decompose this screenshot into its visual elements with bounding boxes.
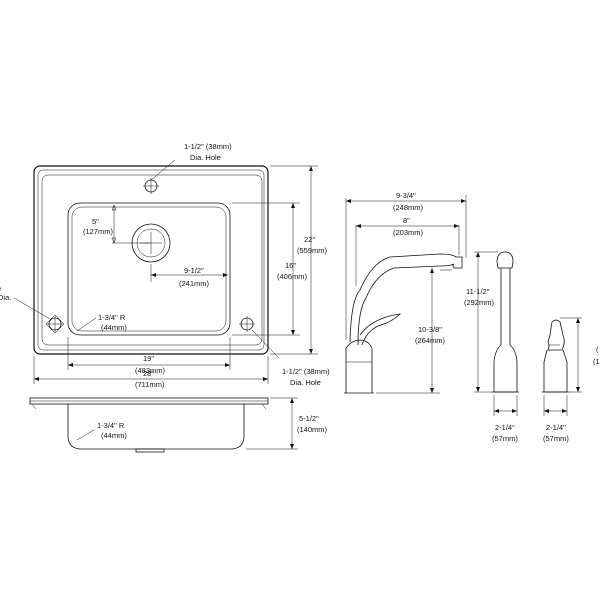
dim-248mm: (248mm) (393, 203, 424, 212)
dim-5in: 5" (92, 217, 99, 226)
dim-faucet-reach (345, 195, 467, 340)
side-radius-mm: (44mm) (101, 431, 127, 440)
dim-203mm: (203mm) (393, 228, 424, 237)
top-hole-label-2: Dia. Hole (190, 153, 221, 162)
dim-10-3-8in: 10-3/8" (418, 325, 442, 334)
sprayer-head (496, 251, 514, 269)
dim-127mm: (127mm) (83, 227, 114, 236)
accessory-hole-right (239, 316, 255, 332)
left-hole-leader (13, 297, 51, 320)
sink-side-drain (135, 448, 165, 453)
dim-drain-to-edge (150, 264, 228, 282)
top-hole-label-1: 1-1/2" (38mm) (184, 142, 232, 151)
accessory-hole-left (45, 314, 65, 334)
dim-406mm: (406mm) (277, 272, 308, 281)
dim-11-1-2in: 11-1/2" (466, 287, 490, 296)
sink-bowl-inner (71, 206, 227, 332)
dim-sprayer-height (474, 251, 498, 393)
dim-bowl-to-drain (111, 204, 150, 244)
dim-5-1-2in: 5-1/2" (299, 414, 319, 423)
dim-264mm: (264mm) (415, 336, 446, 345)
dim-bowl-width (67, 337, 231, 370)
sprayer-base (493, 344, 518, 393)
dim-292mm: (292mm) (464, 298, 495, 307)
dim-sprayer-2-1-4in: 2-1/4" (495, 423, 515, 432)
dim-8in: 8" (403, 216, 410, 225)
corner-radius-in: 1-3/4" R (98, 313, 126, 322)
dispenser-pump (547, 319, 565, 351)
corner-radius-mm: (44mm) (101, 323, 127, 332)
dim-711mm: (711mm) (135, 380, 165, 389)
dim-dispenser-base (543, 395, 568, 416)
faucet-aerator (452, 256, 463, 269)
dim-sprayer-57mm: (57mm) (492, 434, 518, 443)
right-hole-leader (251, 329, 280, 359)
right-hole-label-2: Dia. Hole (290, 378, 321, 387)
sink-side-bowl (67, 404, 245, 450)
top-hole-leader (150, 159, 176, 181)
dim-bowl-height (246, 397, 298, 450)
dim-faucet-height (376, 268, 452, 394)
left-hole-label-2: Dia. (0, 293, 11, 302)
faucet-base (345, 339, 373, 393)
dim-140mm: (140mm) (297, 425, 328, 434)
dim-483mm: (483mm) (135, 366, 166, 375)
dim-241mm: (241mm) (179, 279, 210, 288)
faucet-view: 9-3/4" (248mm) 8" (203mm) 10-3/8" (264mm… (344, 191, 467, 394)
dim-9-1-2in: 9-1/2" (184, 266, 204, 275)
dim-19in: 19" (143, 354, 154, 363)
dim-faucet-spout (355, 224, 460, 286)
sink-rim-inner-line (37, 169, 265, 351)
corner-radius-leader (76, 317, 97, 332)
dim-9-3-4in: 9-3/4" (396, 191, 416, 200)
dim-overall-width (33, 356, 269, 384)
sink-side-view: 1-3/4" R (44mm) 5-1/2" (140mm) (29, 397, 328, 453)
sink-deck (41, 174, 263, 346)
dim-bowl-depth (232, 202, 300, 336)
dim-16in: 16" (285, 261, 296, 270)
right-hole-label-1: 1-1/2" (38mm) (282, 367, 330, 376)
faucet-hole (143, 178, 159, 194)
dim-sprayer-base (493, 395, 518, 416)
dim-22in: 22" (304, 235, 315, 244)
dim-overall-depth (270, 165, 318, 355)
dim-dispenser-2-1-4in: 2-1/4" (546, 423, 566, 432)
soap-dispenser-view: ( (1 2-1/4" (57mm) (542, 317, 600, 443)
dispenser-side-label-2: (1 (593, 357, 600, 366)
sink-outer-rim (33, 165, 269, 355)
sprayer-view: 11-1/2" (292mm) 2-1/4" (57mm) (464, 251, 519, 443)
dim-559mm: (559mm) (297, 246, 328, 255)
dispenser-base (543, 349, 568, 393)
left-hole-label-1: e (0, 284, 1, 293)
dim-28in: 28" (143, 369, 154, 378)
faucet-handle (359, 313, 402, 346)
sink-top-view: 1-1/2" (38mm) Dia. Hole e Dia. 5" (127mm… (0, 142, 330, 389)
dispenser-side-label-1: ( (596, 345, 599, 354)
sink-bowl (67, 202, 231, 336)
faucet-spout (349, 253, 457, 343)
side-radius-in: 1-3/4" R (97, 421, 125, 430)
side-radius-leader (76, 429, 95, 441)
dim-dispenser-57mm: (57mm) (543, 434, 569, 443)
